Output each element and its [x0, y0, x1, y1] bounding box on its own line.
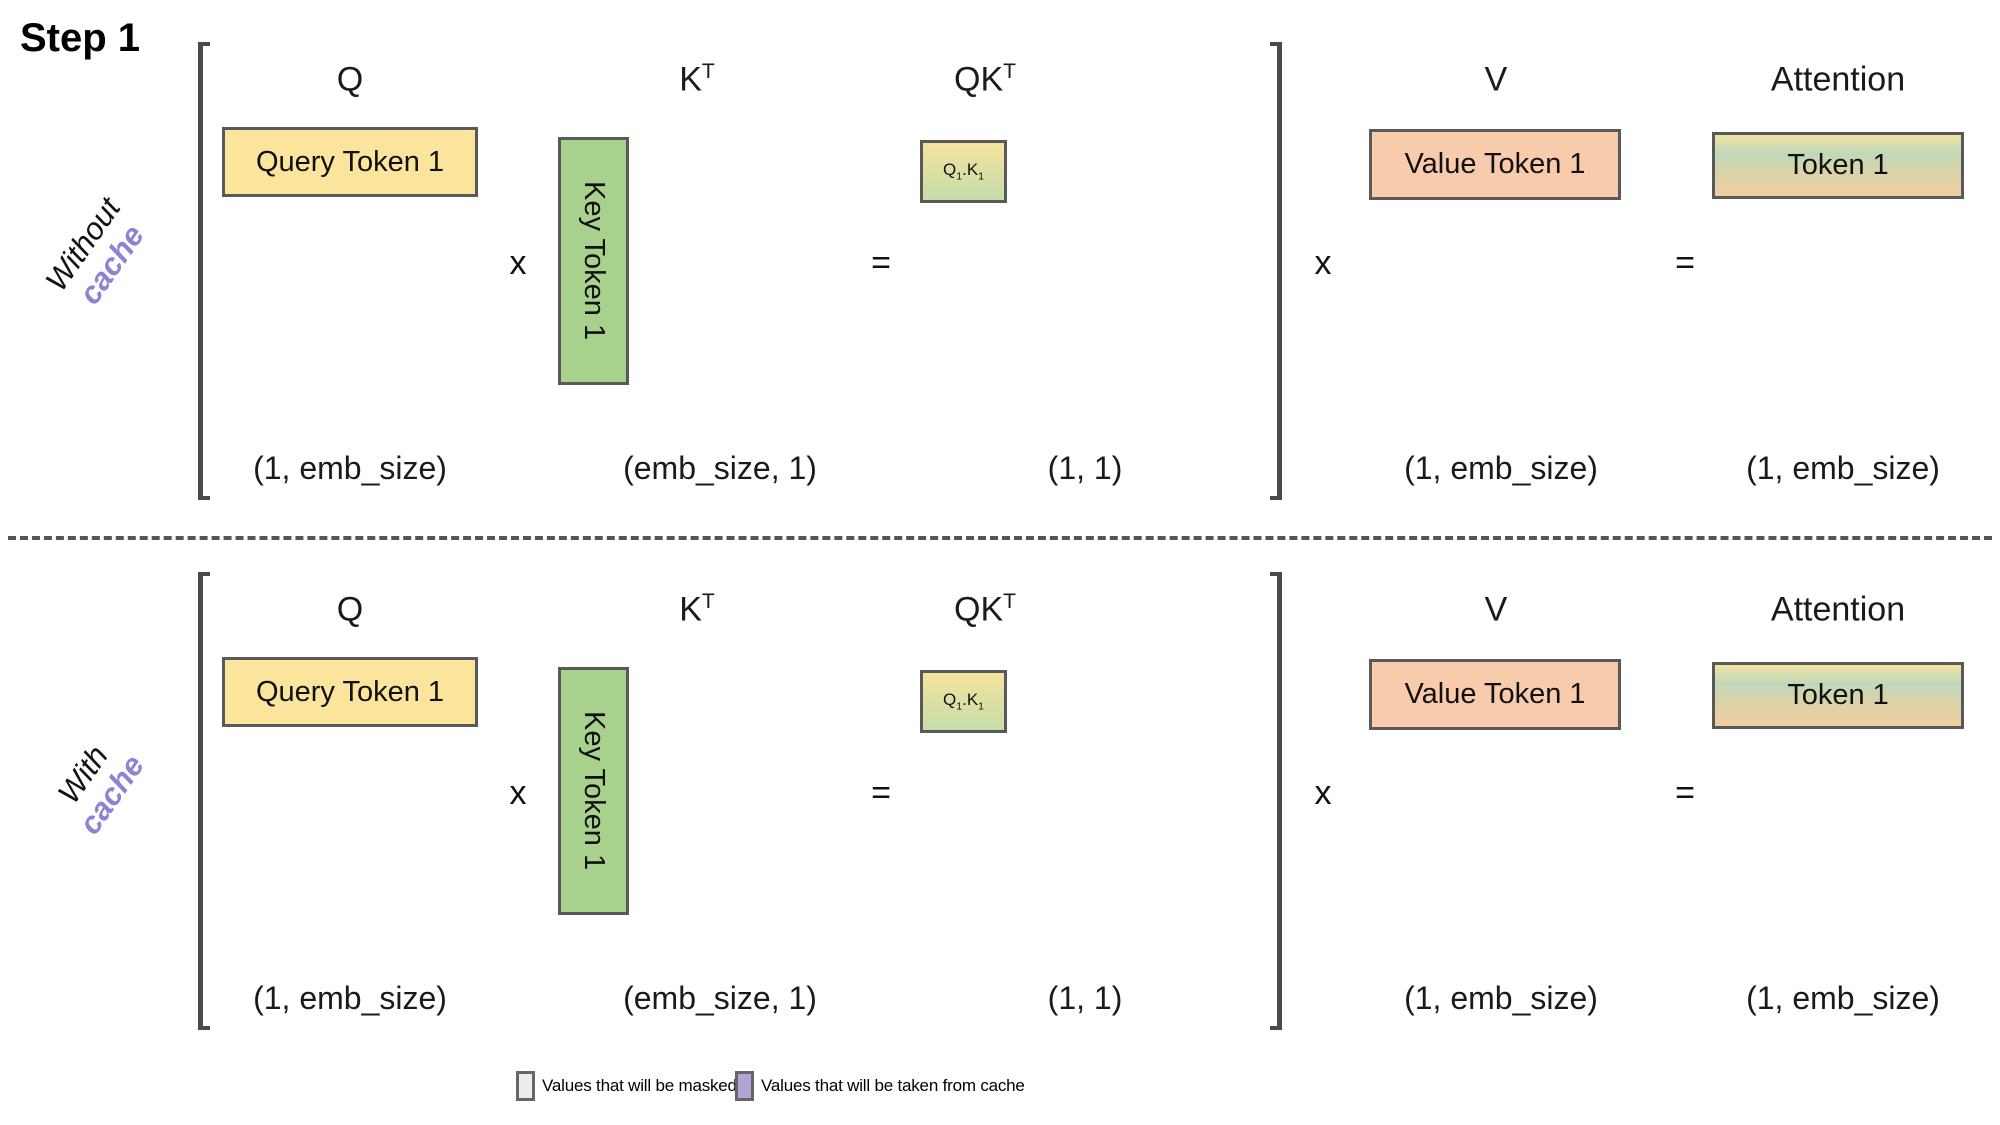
- legend-item-masked: Values that will be masked: [516, 1071, 737, 1101]
- multiply-operator: x: [1314, 774, 1332, 812]
- query-token-box: Query Token 1: [222, 127, 478, 197]
- legend-label-cached: Values that will be taken from cache: [761, 1076, 1025, 1095]
- multiply-operator: x: [1314, 244, 1332, 282]
- row-label-without-cache: Without cache: [0, 146, 205, 363]
- dim-label-kt: (emb_size, 1): [623, 980, 817, 1016]
- legend-item-cached: Values that will be taken from cache: [735, 1071, 1025, 1101]
- dim-label-q: (1, emb_size): [253, 980, 447, 1016]
- dim-label-v: (1, emb_size): [1404, 980, 1598, 1016]
- query-token-box: Query Token 1: [222, 657, 478, 727]
- masked-swatch-icon: [516, 1071, 535, 1101]
- column-header-v: V: [1484, 590, 1508, 629]
- multiply-operator: x: [509, 244, 527, 282]
- legend-label-masked: Values that will be masked: [542, 1076, 737, 1095]
- dim-label-attention: (1, emb_size): [1746, 980, 1940, 1016]
- right-bracket: [1270, 42, 1282, 500]
- column-header-kt: KT: [679, 60, 715, 99]
- cache-swatch-icon: [735, 1071, 754, 1101]
- qk-score-box: Q1.K1: [920, 140, 1007, 203]
- column-header-qkt: QKT: [953, 60, 1017, 99]
- equals-operator: =: [1675, 774, 1695, 812]
- attention-token-box: Token 1: [1712, 662, 1964, 729]
- dim-label-qkt: (1, 1): [1047, 980, 1123, 1016]
- equals-operator: =: [871, 244, 891, 282]
- qk-score-box: Q1.K1: [920, 670, 1007, 733]
- left-bracket: [198, 42, 210, 500]
- left-bracket: [198, 572, 210, 1030]
- key-token-box: Key Token 1: [558, 667, 629, 915]
- multiply-operator: x: [509, 774, 527, 812]
- step-title: Step 1: [20, 16, 141, 60]
- value-token-box: Value Token 1: [1369, 659, 1621, 730]
- value-token-box: Value Token 1: [1369, 129, 1621, 200]
- attention-token-box: Token 1: [1712, 132, 1964, 199]
- dim-label-q: (1, emb_size): [253, 450, 447, 486]
- column-header-attention: Attention: [1770, 60, 1906, 99]
- dim-label-attention: (1, emb_size): [1746, 450, 1940, 486]
- column-header-q: Q: [336, 590, 364, 629]
- dashed-divider: [8, 536, 1992, 540]
- dim-label-v: (1, emb_size): [1404, 450, 1598, 486]
- column-header-qkt: QKT: [953, 590, 1017, 629]
- column-header-attention: Attention: [1770, 590, 1906, 629]
- row-label-with-cache: With cache: [0, 676, 205, 893]
- right-bracket: [1270, 572, 1282, 1030]
- column-header-q: Q: [336, 60, 364, 99]
- key-token-box: Key Token 1: [558, 137, 629, 385]
- dim-label-kt: (emb_size, 1): [623, 450, 817, 486]
- column-header-v: V: [1484, 60, 1508, 99]
- dim-label-qkt: (1, 1): [1047, 450, 1123, 486]
- equals-operator: =: [1675, 244, 1695, 282]
- column-header-kt: KT: [679, 590, 715, 629]
- equals-operator: =: [871, 774, 891, 812]
